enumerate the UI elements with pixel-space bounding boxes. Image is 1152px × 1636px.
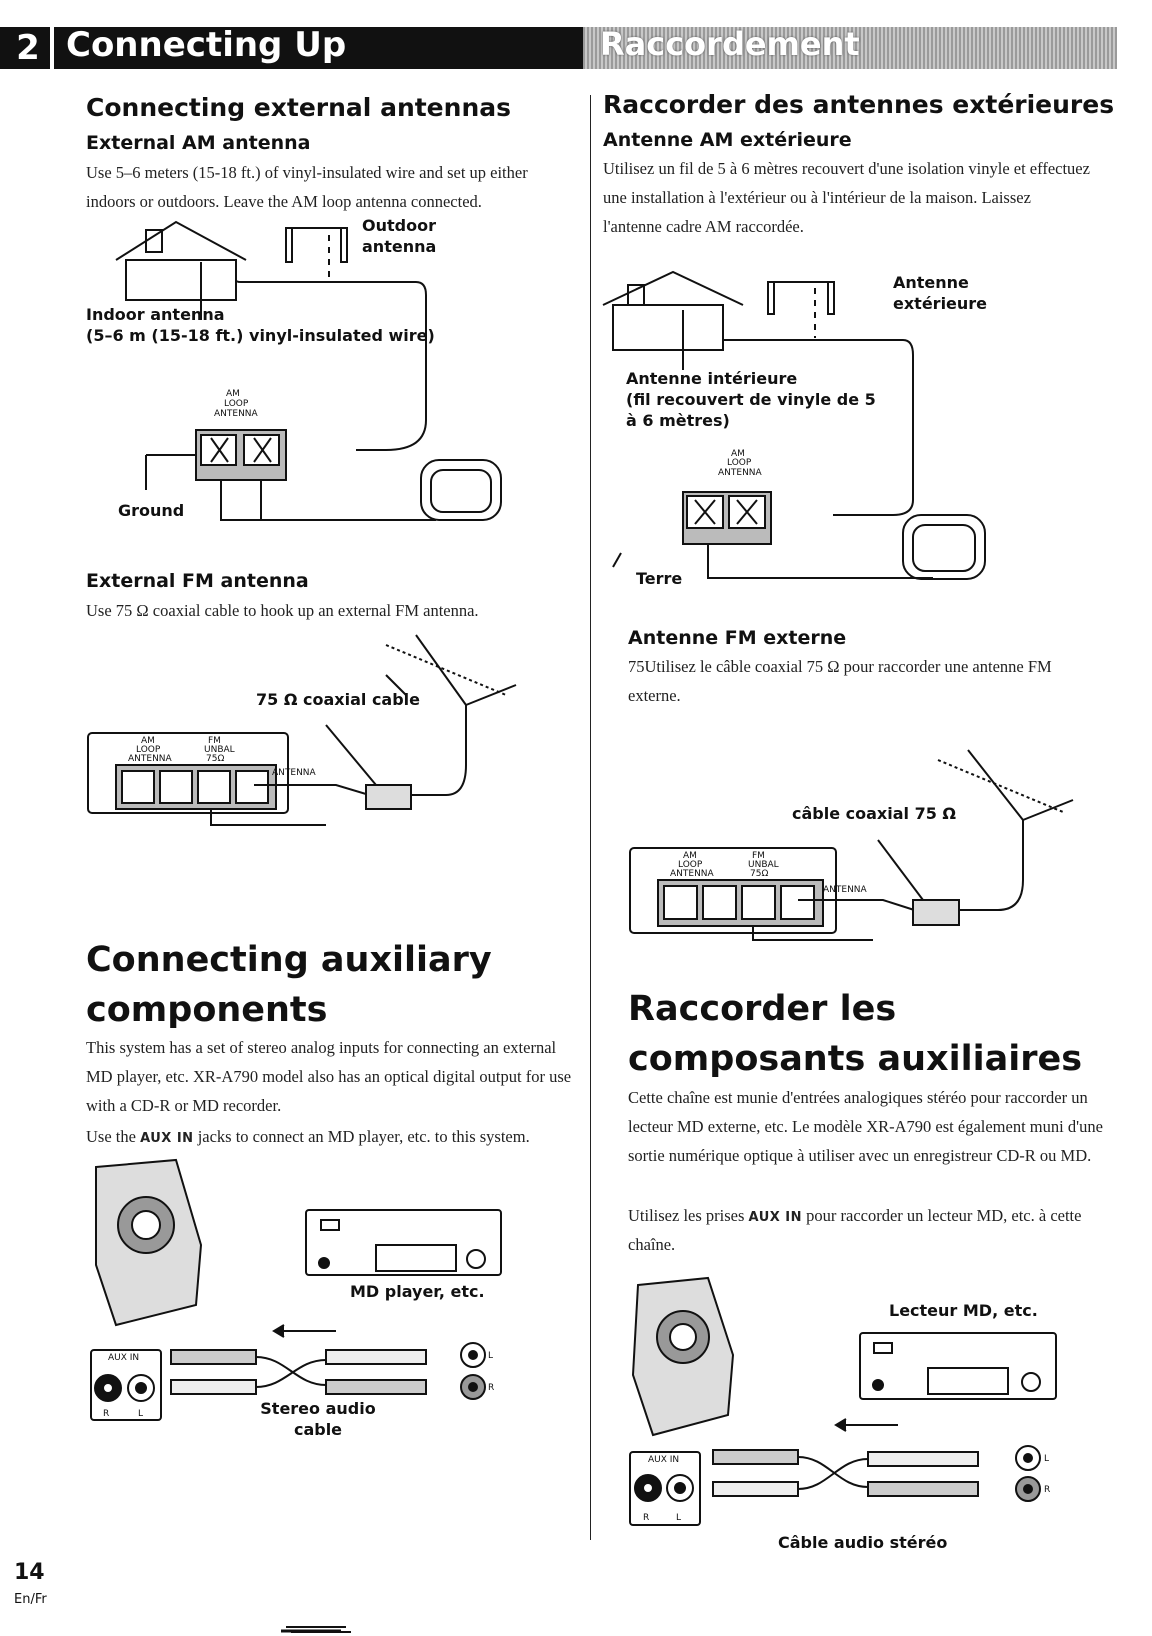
page-number: 14 (14, 1560, 45, 1585)
fr-fm-title: Antenne FM externe (628, 627, 847, 649)
en-aux-title: Connecting auxiliary components (86, 940, 492, 1030)
en-antennas-title: Connecting external antennas (86, 93, 511, 122)
en-ground-label: Ground (118, 501, 185, 520)
section-title-en: Connecting Up (66, 25, 347, 65)
section-title-fr: Raccordement (600, 25, 860, 63)
en-md-label: MD player, etc. (350, 1282, 485, 1301)
diagram-label: LOOP (678, 860, 703, 870)
diagram-label: ANTENNA (823, 885, 868, 895)
fr-am-title: Antenne AM extérieure (603, 129, 852, 151)
diagram-label: 75Ω (750, 869, 768, 879)
diagram-label: L (676, 1513, 681, 1523)
fr-ground-label: Terre (636, 569, 683, 588)
diagram-label: LOOP (136, 745, 161, 755)
fr-fm-text: 75Utilisez le câble coaxial 75 Ω pour ra… (628, 657, 1052, 705)
diagram-label: ANTENNA (670, 869, 715, 879)
diagram-label: AM (141, 736, 155, 746)
fr-aux-title: Raccorder les composants auxiliaires (628, 989, 1083, 1079)
diagram-label: R (103, 1409, 109, 1419)
en-am-terminal-text-1: AM (226, 389, 240, 399)
en-aux-text-2: Use the AUX IN jacks to connect an MD pl… (86, 1127, 530, 1146)
fr-antennas-title: Raccorder des antennes extérieures (603, 90, 1115, 119)
en-fm-text: Use 75 Ω coaxial cable to hook up an ext… (86, 601, 479, 620)
fr-coax-label: câble coaxial 75 Ω (792, 804, 957, 823)
diagram-label: ANTENNA (272, 768, 317, 778)
en-coax-label: 75 Ω coaxial cable (256, 690, 421, 709)
fr-outdoor-label: Antenne extérieure (893, 273, 988, 313)
diagram-label: FM (208, 736, 221, 746)
en-am-title: External AM antenna (86, 132, 311, 154)
fr-am-text: Utilisez un fil de 5 à 6 mètres recouver… (603, 159, 1090, 236)
en-fm-diagram: AM LOOP ANTENNA FM UNBAL 75Ω ANTENNA (87, 634, 517, 826)
en-am-text: Use 5–6 meters (15-18 ft.) of vinyl-insu… (86, 163, 528, 211)
fr-indoor-label-1: Antenne intérieure (626, 369, 798, 388)
fr-indoor-label-2: (fil recouvert de vinyle de 5 à 6 mètres… (626, 390, 876, 430)
diagram-label: R (488, 1383, 494, 1393)
fr-fm-diagram: AM LOOP ANTENNA FM UNBAL 75Ω ANTENNA (629, 749, 1074, 941)
diagram-label: R (643, 1513, 649, 1523)
diagram-label: LOOP (224, 399, 249, 409)
diagram-label: UNBAL (748, 860, 779, 870)
fr-am-diagram: AM LOOP ANTENNA (602, 270, 986, 580)
diagram-label: UNBAL (204, 745, 235, 755)
en-am-diagram: AM LOOP ANTENNA (115, 220, 502, 521)
section-number: 2 (6, 27, 54, 69)
diagram-label: ANTENNA (718, 468, 763, 478)
header-band-left (0, 27, 583, 69)
en-fm-title: External FM antenna (86, 570, 309, 592)
diagram-label: L (1044, 1454, 1049, 1464)
fr-md-label: Lecteur MD, etc. (889, 1301, 1038, 1320)
diagram-label: AUX IN (648, 1455, 679, 1465)
diagram-label: ANTENNA (214, 409, 259, 419)
diagram-label: L (488, 1351, 493, 1361)
en-aux-diagram: AUX IN R L L R (90, 1158, 502, 1633)
en-indoor-label-1: Indoor antenna (86, 305, 225, 324)
en-aux-text-1: This system has a set of stereo analog i… (86, 1038, 572, 1115)
column-divider (590, 95, 591, 1540)
fr-aux-diagram: AUX IN R L L R (629, 1276, 1057, 1526)
en-outdoor-label: Outdoor antenna (362, 216, 437, 256)
diagram-label: ANTENNA (128, 754, 173, 764)
fr-aux-text-1: Cette chaîne est munie d'entrées analogi… (628, 1088, 1103, 1165)
header-band-right (583, 27, 1117, 69)
diagram-label: LOOP (727, 458, 752, 468)
en-indoor-label-2: (5–6 m (15-18 ft.) vinyl-insulated wire) (86, 326, 435, 345)
diagram-label: AUX IN (108, 1353, 139, 1363)
language-tag: En/Fr (14, 1592, 47, 1607)
en-stereo-label: Stereo audio cable (260, 1399, 376, 1439)
diagram-label: FM (752, 851, 765, 861)
fr-stereo-label: Câble audio stéréo (778, 1533, 948, 1552)
fr-aux-text-2: Utilisez les prises AUX IN pour raccorde… (628, 1206, 1082, 1254)
diagram-label: AM (731, 449, 745, 459)
diagram-label: L (138, 1409, 143, 1419)
diagram-label: 75Ω (206, 754, 224, 764)
diagram-label: AM (683, 851, 697, 861)
diagram-label: R (1044, 1485, 1050, 1495)
